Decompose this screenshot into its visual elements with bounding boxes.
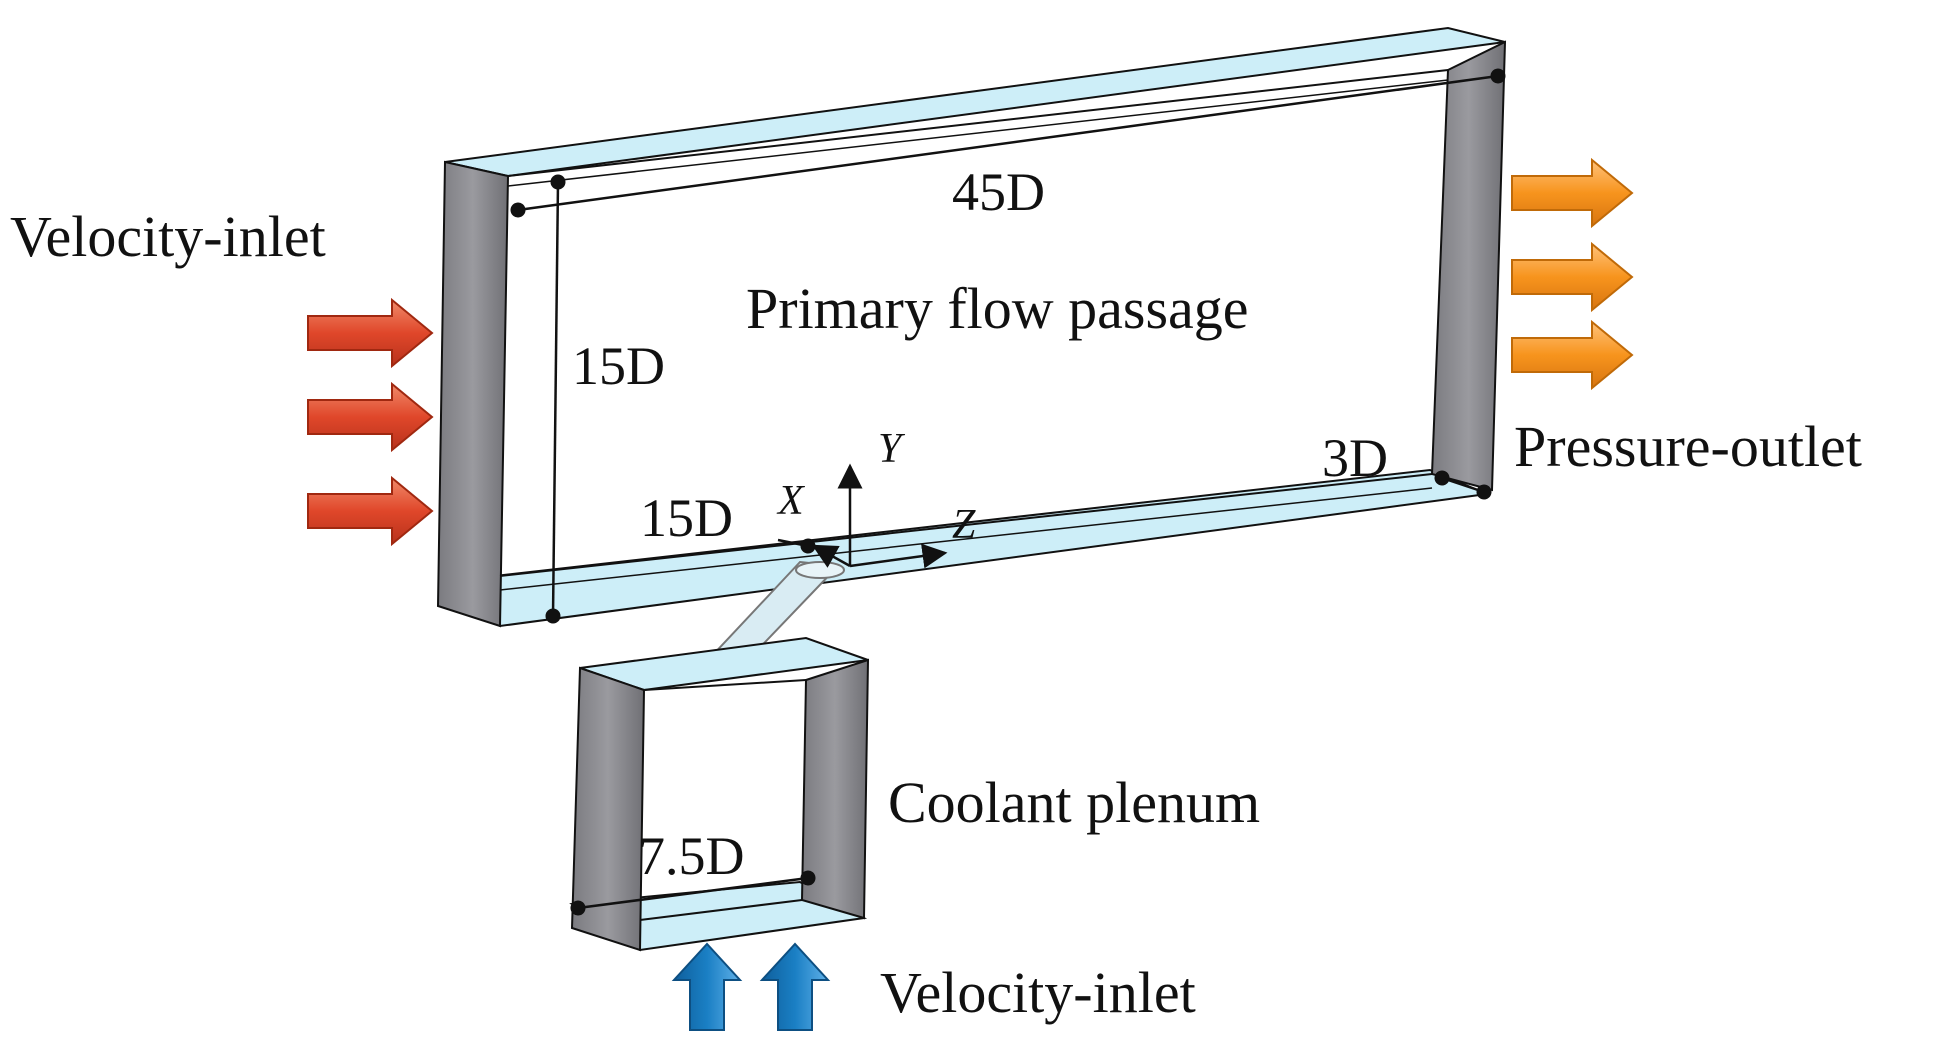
axis-x-label: X: [776, 478, 806, 524]
dimension-15d-height-label: 15D: [572, 336, 665, 396]
coolant-arrow-1: [671, 942, 743, 1031]
passage-dimension-lines: [510, 68, 1506, 624]
dimension-45d-label: 45D: [952, 162, 1045, 222]
coolant-arrow-2: [759, 942, 831, 1031]
passage-left-wall: [436, 160, 510, 628]
velocity-inlet-left-label: Velocity-inlet: [10, 204, 326, 269]
passage-top-face: [444, 26, 1506, 178]
pressure-outlet-label: Pressure-outlet: [1514, 414, 1862, 479]
passage-bottom-face: [439, 468, 1491, 628]
coolant-inlet-arrows: [671, 942, 831, 1031]
axis-y-label: Y: [878, 426, 906, 472]
velocity-inlet-bottom-label: Velocity-inlet: [880, 960, 1196, 1025]
dimension-3d-label: 3D: [1322, 428, 1388, 488]
velocity-inlet-arrows-left: [307, 297, 434, 547]
pressure-outlet-arrows: [1511, 157, 1634, 391]
inlet-arrow-1: [307, 297, 434, 369]
inlet-arrow-2: [307, 381, 434, 453]
dimension-7-5d-label: 7.5D: [638, 826, 745, 886]
axis-x-line: [811, 544, 851, 568]
outlet-arrow-3: [1511, 319, 1634, 391]
plenum-right-wall: [800, 658, 870, 920]
coordinate-axes: Y Z X: [776, 426, 976, 569]
passage-right-wall: [1430, 40, 1507, 492]
axis-z-line: [849, 543, 948, 569]
axis-z-label: Z: [952, 502, 976, 548]
coolant-plenum-label: Coolant plenum: [888, 770, 1260, 835]
dimension-15d-upstream-label: 15D: [640, 488, 733, 548]
inlet-arrow-3: [307, 475, 434, 547]
coolant-plenum-box: [569, 636, 870, 952]
outlet-arrow-2: [1511, 241, 1634, 313]
outlet-arrow-1: [1511, 157, 1634, 229]
primary-flow-passage-label: Primary flow passage: [746, 276, 1249, 341]
